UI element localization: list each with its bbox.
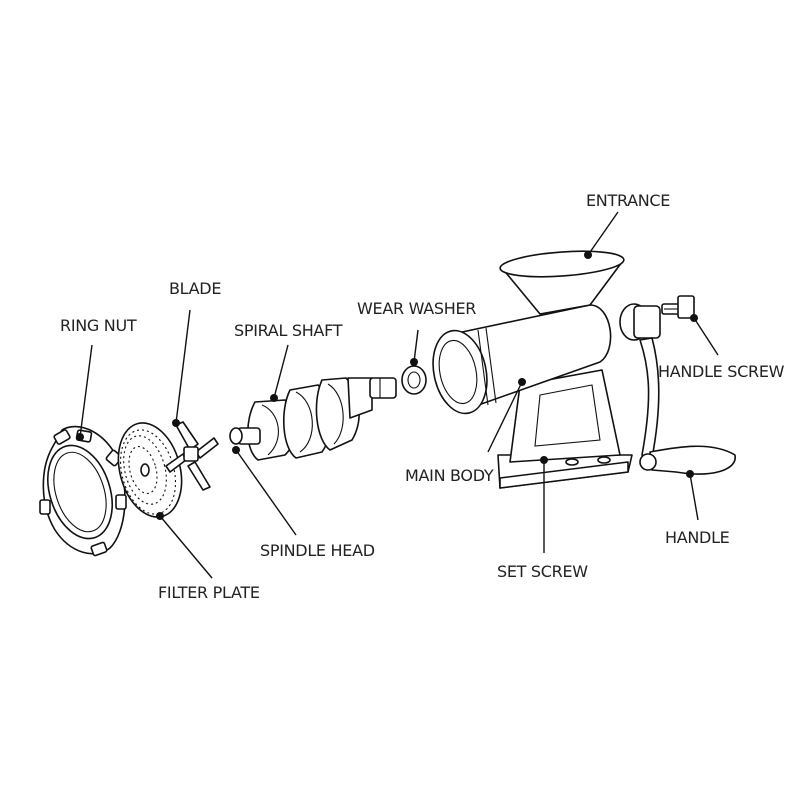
- leader-wear-washer: [413, 329, 419, 363]
- spiral-shaft-part: [229, 377, 397, 461]
- label-main-body: MAIN BODY: [405, 466, 494, 485]
- label-ring-nut: RING NUT: [60, 316, 137, 335]
- label-spindle-head: SPINDLE HEAD: [260, 541, 375, 560]
- main-body-part: [432, 250, 661, 489]
- leader-handle-screw: [693, 317, 719, 356]
- label-wear-washer: WEAR WASHER: [357, 299, 476, 318]
- leader-spiral-shaft: [273, 344, 289, 399]
- ring-nut-part: [39, 425, 127, 557]
- handle-screw-part: [661, 295, 695, 319]
- label-spiral-shaft: SPIRAL SHAFT: [234, 321, 343, 340]
- label-set-screw: SET SCREW: [497, 562, 588, 581]
- label-entrance: ENTRANCE: [586, 191, 670, 210]
- label-filter-plate: FILTER PLATE: [158, 583, 260, 602]
- leader-handle: [689, 473, 699, 521]
- leader-blade: [175, 309, 191, 424]
- label-blade: BLADE: [169, 279, 221, 298]
- blade-part: [165, 421, 219, 491]
- leader-lines: [76, 211, 719, 579]
- leader-filter-plate: [159, 515, 213, 579]
- leader-spindle-head: [235, 449, 297, 536]
- leader-main-body: [487, 381, 523, 453]
- handle-part: [639, 337, 736, 475]
- leader-ring-nut: [79, 344, 93, 438]
- label-handle: HANDLE: [665, 528, 730, 547]
- label-handle-screw: HANDLE SCREW: [658, 362, 785, 381]
- leader-entrance: [587, 211, 619, 256]
- wear-washer-part: [401, 365, 427, 395]
